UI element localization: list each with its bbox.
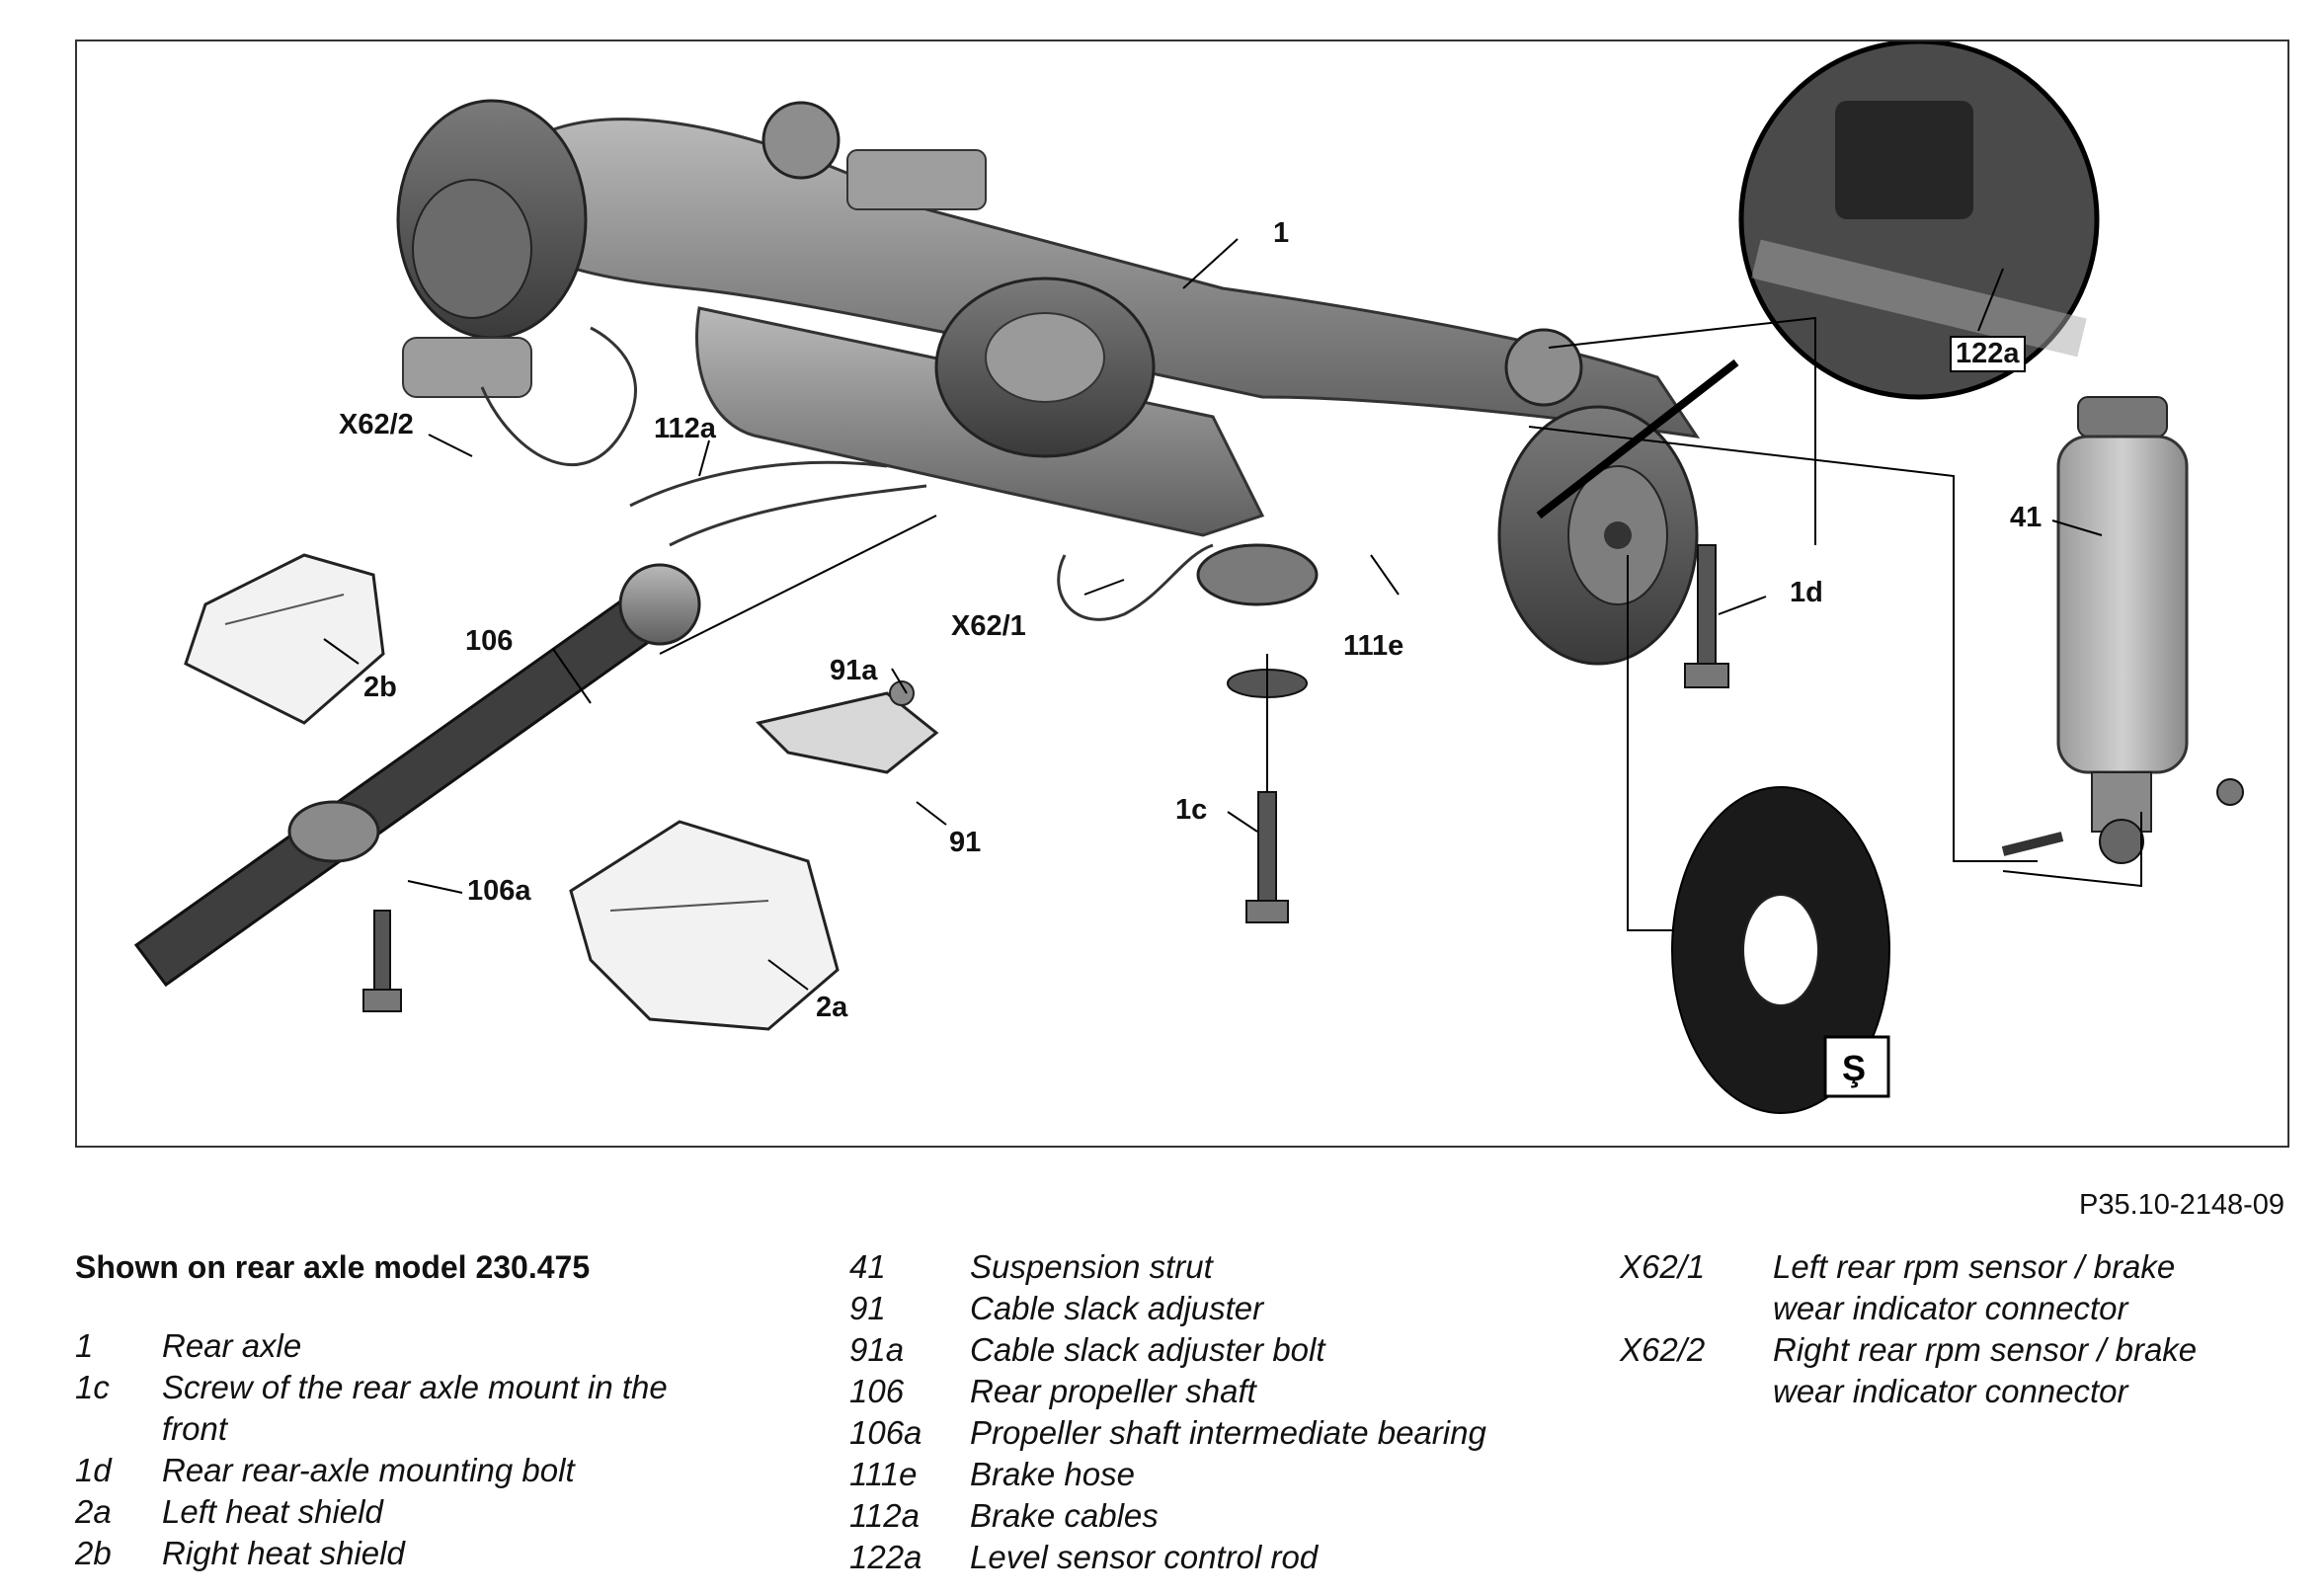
legend-code: X62/1	[1620, 1248, 1706, 1285]
legend-text: Propeller shaft intermediate bearing	[970, 1414, 1486, 1451]
axle-illustration: Ş	[133, 41, 2244, 1114]
cable-slack-adjuster	[756, 680, 939, 774]
legend-code: 106a	[849, 1414, 922, 1451]
legend-row: 1c Screw of the rear axle mount in the fr…	[75, 1367, 707, 1450]
legend-code: 111e	[849, 1456, 918, 1492]
callout-1d: 1d	[1790, 577, 1823, 608]
callout-106: 106	[465, 625, 514, 657]
legend-code: X62/2	[1620, 1331, 1706, 1368]
callout-112a: 112a	[654, 413, 716, 444]
legend-row: 91 Cable slack adjuster	[849, 1288, 1561, 1329]
callout-106a: 106a	[467, 875, 531, 907]
legend-code: 112a	[849, 1497, 920, 1534]
legend-code: 106	[849, 1373, 905, 1409]
callout-1: 1	[1273, 217, 1290, 249]
legend-row: 2a Left heat shield	[75, 1491, 707, 1533]
legend-code: 1d	[75, 1452, 112, 1488]
legend-row: 112a Brake cables	[849, 1495, 1561, 1537]
right-wheel-hub	[1497, 405, 1699, 666]
legend-code: 122a	[849, 1539, 922, 1575]
legend-text: Cable slack adjuster	[970, 1290, 1264, 1326]
legend-code: 2b	[75, 1535, 112, 1571]
callout-122a: 122a	[1950, 336, 2026, 372]
legend-text: Screw of the rear axle mount in the fron…	[162, 1369, 668, 1447]
callout-2a: 2a	[816, 992, 848, 1023]
legend-row: 41 Suspension strut	[849, 1246, 1561, 1288]
legend-text: Cable slack adjuster bolt	[970, 1331, 1325, 1368]
legend-row: X62/2 Right rear rpm sensor / brake wear …	[1620, 1329, 2252, 1412]
legend-text: Right heat shield	[162, 1535, 405, 1571]
brake-disc-shield	[1671, 786, 1890, 1114]
callout-2b: 2b	[363, 672, 397, 703]
callout-X62-2: X62/2	[339, 409, 414, 440]
leader-lines	[323, 238, 2142, 991]
heat-shield-right	[184, 553, 385, 725]
callout-91a: 91a	[830, 655, 878, 686]
legend-row: 106 Rear propeller shaft	[849, 1371, 1561, 1412]
heat-shield-left	[569, 820, 840, 1031]
callout-111e: 111e	[1343, 630, 1404, 662]
legend-code: 1	[75, 1327, 94, 1364]
diagram-frame: Ş 1 122a 41 1d X62/2 112a X62/1 111e 106…	[75, 40, 2289, 1148]
callout-X62-1: X62/1	[951, 610, 1026, 642]
legend-column-3: X62/1 Left rear rpm sensor / brake wear i…	[1620, 1246, 2252, 1412]
legend-text: Suspension strut	[970, 1248, 1213, 1285]
rear-axle-carrier	[500, 101, 1701, 606]
legend-row: 2b Right heat shield	[75, 1533, 707, 1574]
suspension-strut	[2001, 396, 2244, 864]
bolt-1d	[1684, 544, 1729, 688]
propeller-shaft	[133, 563, 701, 988]
svg-text:Ş: Ş	[1842, 1048, 1866, 1088]
callout-41: 41	[2010, 502, 2043, 533]
legend-code: 1c	[75, 1369, 110, 1405]
legend-row: 122a Level sensor control rod	[849, 1537, 1561, 1578]
legend-code: 2a	[75, 1493, 112, 1530]
info-symbol-box: Ş	[1823, 1035, 1890, 1098]
legend-text: Left heat shield	[162, 1493, 383, 1530]
legend-code: 91a	[849, 1331, 905, 1368]
legend-row: 1 Rear axle	[75, 1325, 707, 1367]
callout-1c: 1c	[1175, 794, 1208, 826]
legend-title: Shown on rear axle model 230.475	[75, 1249, 591, 1285]
legend-text: Brake cables	[970, 1497, 1159, 1534]
bolt-106a	[362, 910, 402, 1012]
legend-row: 106a Propeller shaft intermediate bearing	[849, 1412, 1561, 1454]
legend-row: 111e Brake hose	[849, 1454, 1561, 1495]
legend-text: Right rear rpm sensor / brake wear indic…	[1773, 1331, 2198, 1409]
sensor-wiring	[480, 326, 1214, 621]
bolt-1c	[1245, 791, 1289, 923]
figure-code: P35.10-2148-09	[2079, 1189, 2284, 1221]
legend-text: Left rear rpm sensor / brake wear indica…	[1773, 1248, 2176, 1326]
legend-code: 91	[849, 1290, 886, 1326]
legend-row: X62/1 Left rear rpm sensor / brake wear i…	[1620, 1246, 2252, 1329]
legend-text: Rear axle	[162, 1327, 302, 1364]
legend-code: 41	[849, 1248, 886, 1285]
legend-text: Brake hose	[970, 1456, 1135, 1492]
legend-column-1: Shown on rear axle model 230.475 1 Rear a…	[75, 1246, 707, 1574]
callout-91: 91	[949, 827, 982, 858]
legend-row: 91a Cable slack adjuster bolt	[849, 1329, 1561, 1371]
legend-row: 1d Rear rear-axle mounting bolt	[75, 1450, 707, 1491]
legend-text: Rear propeller shaft	[970, 1373, 1256, 1409]
legend-text: Level sensor control rod	[970, 1539, 1319, 1575]
legend-text: Rear rear-axle mounting bolt	[162, 1452, 575, 1488]
left-wheel-hub	[396, 99, 588, 398]
